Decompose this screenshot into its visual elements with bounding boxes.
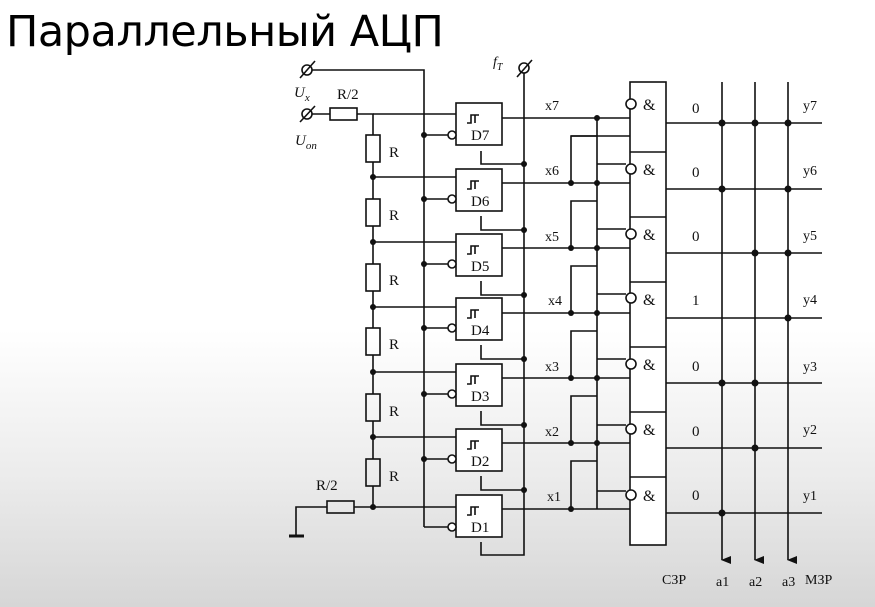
and-symbol: & [643,488,656,505]
x-label: x4 [548,294,562,309]
x-label: x6 [545,164,559,179]
y-label: y7 [803,99,817,114]
state-value: 0 [692,229,700,245]
resistor-r-5 [365,393,381,422]
y-label: y3 [803,360,817,375]
state-value: 0 [692,488,700,504]
resistor-label: R [389,273,399,289]
comparator-d1-box [455,494,503,538]
comparator-d3-box [455,363,503,407]
and-symbol: & [643,357,656,374]
comparator-d5-box [455,233,503,277]
and-symbol: & [643,422,656,439]
resistor-r2-bottom [326,500,355,514]
x-label: x5 [545,230,559,245]
resistor-r-4 [365,327,381,356]
y-label: y6 [803,164,817,179]
and-symbol: & [643,162,656,179]
resistor-r-3 [365,263,381,292]
resistor-label: R [389,208,399,224]
state-value: 0 [692,424,700,440]
and-symbol: & [643,97,656,114]
a1-label: a1 [716,575,729,590]
uop-label: Uоп [295,133,317,152]
resistor-bottom-label: R/2 [316,478,338,494]
x-label: x3 [545,360,559,375]
msb-label: МЗР [805,573,832,588]
resistor-label: R [389,404,399,420]
y-label: y2 [803,423,817,438]
and-gate-block [629,81,667,546]
lsb-label: СЗР [662,573,686,588]
a2-label: a2 [749,575,762,590]
x-label: x1 [547,490,561,505]
comparator-label: D2 [471,454,489,470]
resistor-r-6 [365,458,381,487]
comparator-d2-box [455,428,503,472]
comparator-d7-box [455,102,503,146]
comparator-label: D5 [471,259,489,275]
comparator-d6-box [455,168,503,212]
slide-title: Параллельный АЦП [6,7,444,57]
and-symbol: & [643,227,656,244]
resistor-label: R [389,469,399,485]
comparator-label: D1 [471,520,489,536]
clock-label: fТ [493,55,504,73]
y-label: y1 [803,489,817,504]
a3-label: a3 [782,575,795,590]
ux-label: Ux [294,85,310,104]
x-label: x2 [545,425,559,440]
resistor-label: R [389,145,399,161]
y-label: y4 [803,293,817,308]
and-symbol: & [643,292,656,309]
resistor-top-label: R/2 [337,87,359,103]
y-label: y5 [803,229,817,244]
state-value: 0 [692,101,700,117]
state-value: 1 [692,293,700,309]
comparator-label: D4 [471,323,490,339]
comparator-label: D3 [471,389,489,405]
x-label: x7 [545,99,559,114]
resistor-label: R [389,337,399,353]
state-value: 0 [692,359,700,375]
comparator-label: D7 [471,128,490,144]
resistor-r2-top [329,107,358,121]
resistor-r-1 [365,134,381,163]
comparator-d4-box [455,297,503,341]
state-value: 0 [692,165,700,181]
comparator-label: D6 [471,194,490,210]
ux-bus [312,69,425,527]
resistor-r-2 [365,198,381,227]
